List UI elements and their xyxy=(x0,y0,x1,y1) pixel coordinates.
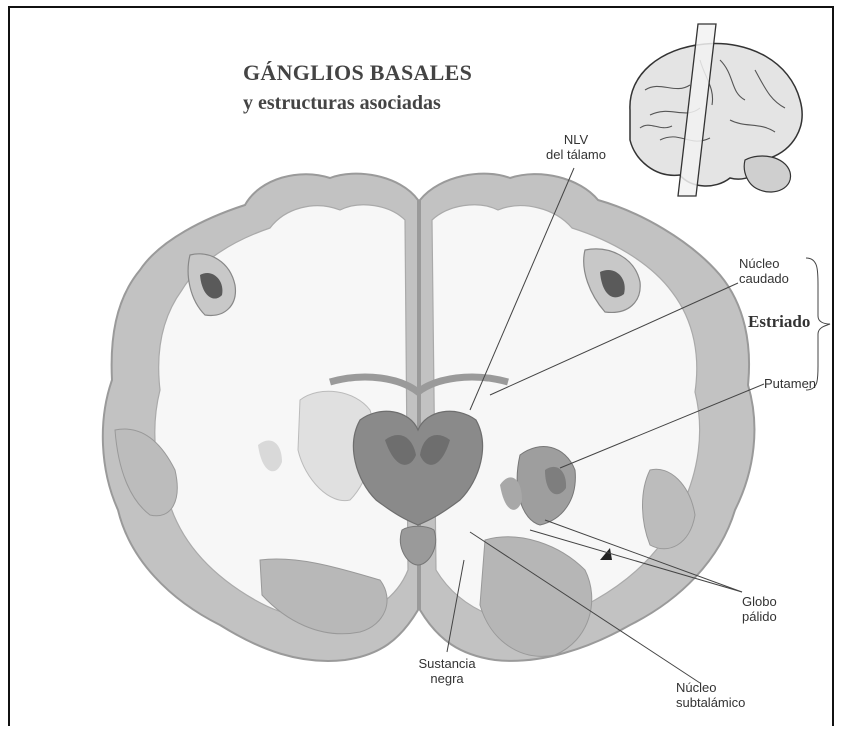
label-putamen: Putamen xyxy=(764,376,816,391)
label-striatum: Estriado xyxy=(748,312,810,332)
label-nlv: NLV del tálamo xyxy=(536,132,616,162)
figure-title: GÁNGLIOS BASALES xyxy=(243,60,472,86)
label-nlv-line1: NLV xyxy=(536,132,616,147)
label-pallidus-line1: Globo xyxy=(742,594,777,609)
label-caudate-line1: Núcleo xyxy=(739,256,789,271)
lateral-brain-icon xyxy=(630,44,802,192)
label-subthalamic-line2: subtalámico xyxy=(676,695,745,710)
label-subthalamic-line1: Núcleo xyxy=(676,680,745,695)
label-caudate-line2: caudado xyxy=(739,271,789,286)
figure-subtitle: y estructuras asociadas xyxy=(243,92,441,115)
label-pallidus: Globo pálido xyxy=(742,594,777,624)
label-subthalamic: Núcleo subtalámico xyxy=(676,680,745,710)
label-nigra-line2: negra xyxy=(405,671,489,686)
label-caudate: Núcleo caudado xyxy=(739,256,789,286)
label-pallidus-line2: pálido xyxy=(742,609,777,624)
label-nlv-line2: del tálamo xyxy=(536,147,616,162)
label-nigra-line1: Sustancia xyxy=(405,656,489,671)
label-nigra: Sustancia negra xyxy=(405,656,489,686)
